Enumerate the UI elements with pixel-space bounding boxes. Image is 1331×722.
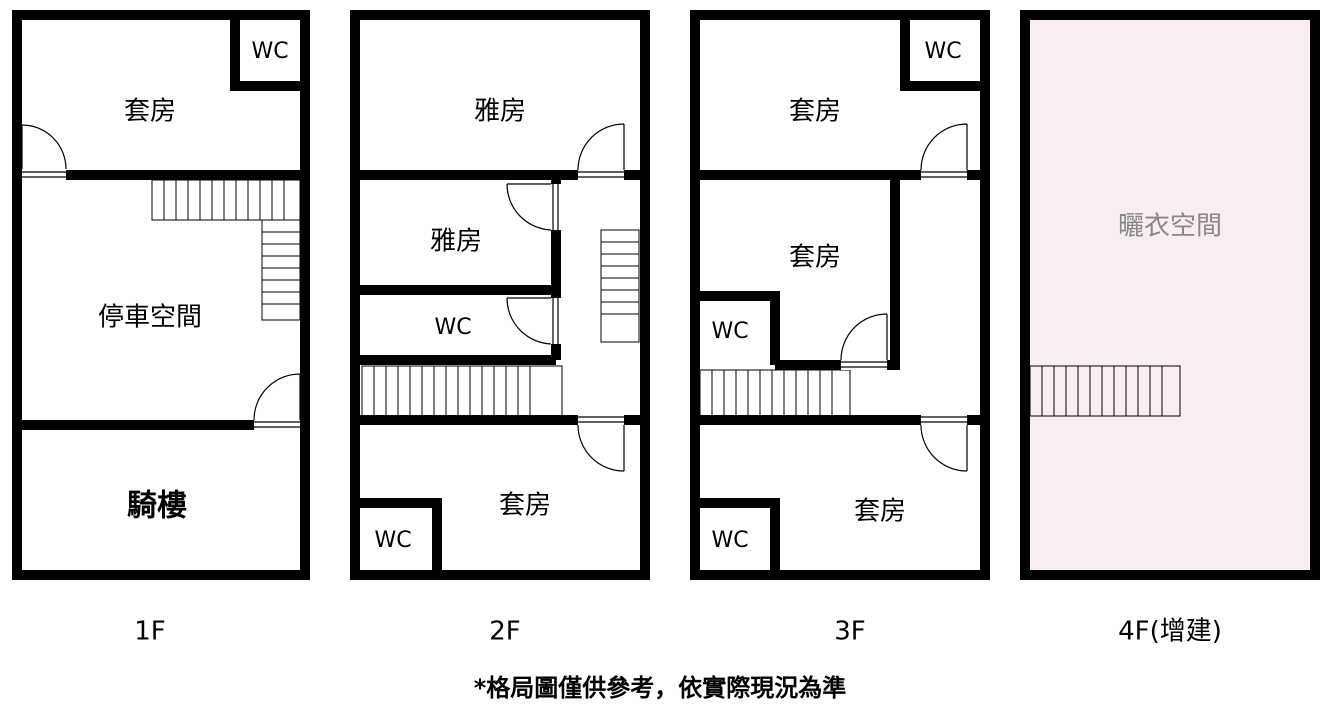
room-3f-wc-top: WC xyxy=(924,39,961,64)
floor-2f: 雅房 雅房 WC 套房 WC xyxy=(350,10,650,580)
door-3f-mid xyxy=(840,313,888,370)
door-2f-top xyxy=(577,123,625,180)
disclaimer-note: *格局圖僅供參考，依實際現況為準 xyxy=(474,674,847,702)
room-2f-suite: 套房 xyxy=(499,491,551,521)
door-2f-mid xyxy=(506,183,561,231)
door-1f-parking xyxy=(253,373,301,430)
room-3f-wc-bottom: WC xyxy=(711,528,748,553)
outer-wall-1f xyxy=(12,10,310,580)
floor-label-4f: 4F(增建) xyxy=(1118,617,1222,647)
room-2f-wc-mid: WC xyxy=(434,315,471,340)
floor-4f-fill xyxy=(1025,15,1315,575)
room-1f-arcade: 騎樓 xyxy=(127,489,187,524)
room-3f-top-suite: 套房 xyxy=(789,97,841,127)
room-2f-top: 雅房 xyxy=(474,97,526,127)
room-3f-mid-suite: 套房 xyxy=(789,243,841,273)
stairs-1f xyxy=(151,179,301,321)
floor-label-3f: 3F xyxy=(834,617,866,647)
door-2f-suite xyxy=(577,415,625,472)
room-4f-drying: 曬衣空間 xyxy=(1118,212,1222,242)
room-1f-wc: WC xyxy=(251,39,288,64)
room-3f-bottom-suite: 套房 xyxy=(854,497,906,527)
floor-4f: 曬衣空間 xyxy=(1020,10,1320,580)
stairs-3f xyxy=(699,369,851,417)
door-3f-bottom xyxy=(920,415,968,472)
room-1f-suite: 套房 xyxy=(124,97,176,127)
floor-label-1f: 1F xyxy=(134,617,166,647)
room-2f-wc-bottom: WC xyxy=(374,528,411,553)
outer-wall-4f xyxy=(1020,10,1320,580)
door-1f-suite xyxy=(21,124,67,180)
floor-1f: 套房 WC 停車空間 騎樓 xyxy=(12,10,310,580)
floor-3f: 套房 WC 套房 WC 套房 WC xyxy=(690,10,990,580)
floor-label-2f: 2F xyxy=(489,617,521,647)
room-1f-parking: 停車空間 xyxy=(98,303,202,333)
door-2f-wc xyxy=(506,297,561,345)
door-3f-top xyxy=(920,123,968,180)
stairs-2f xyxy=(361,229,640,417)
room-2f-mid: 雅房 xyxy=(430,227,482,257)
room-3f-wc-mid: WC xyxy=(711,319,748,344)
